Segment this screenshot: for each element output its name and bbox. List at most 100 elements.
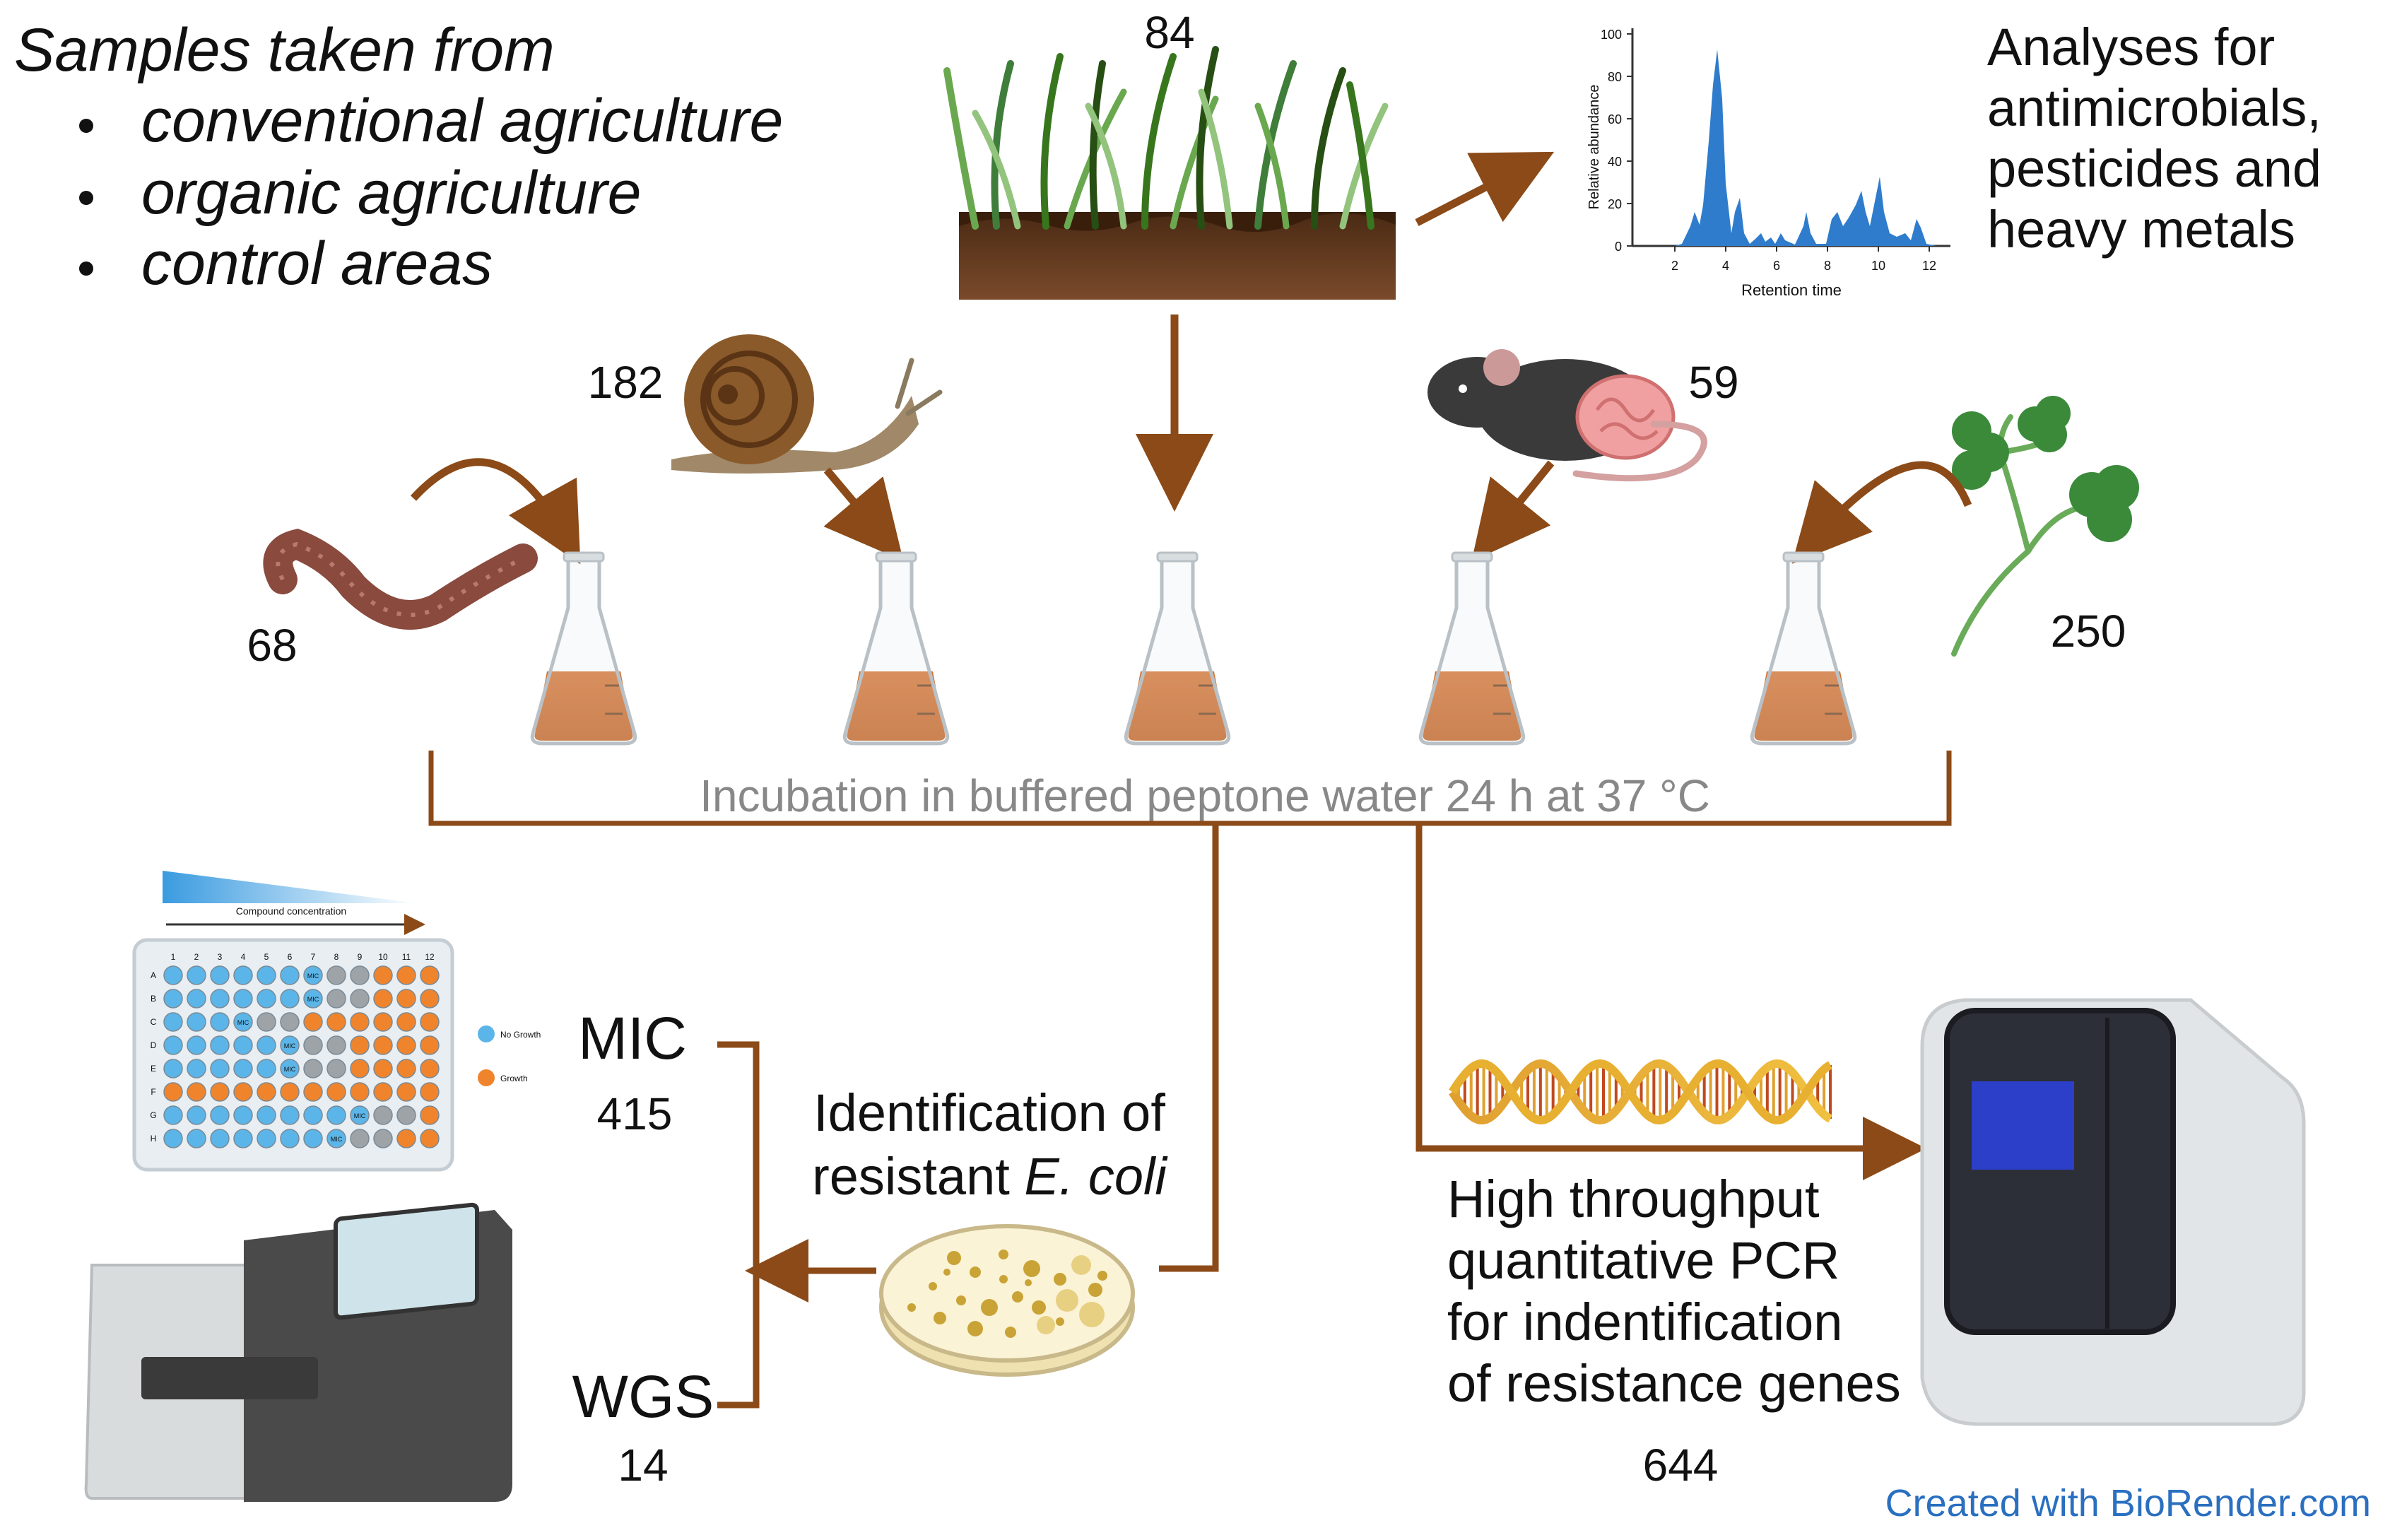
plate-well [187, 1082, 206, 1102]
chrom-y-tick-label: 0 [1615, 240, 1622, 254]
flask-lip [563, 551, 605, 563]
biorender-credit[interactable]: Created with BioRender.com [1885, 1482, 2371, 1524]
mic-marker: MIC [307, 972, 319, 980]
snail-tentacles [895, 358, 943, 416]
plate-well [326, 1035, 346, 1055]
flask [842, 551, 950, 746]
plate-well [210, 989, 230, 1009]
plate-column-label: 5 [264, 952, 269, 962]
arrow-clover-to-flask [1791, 461, 1972, 564]
legend-growth: Growth [500, 1074, 528, 1083]
plate-well [420, 1059, 440, 1078]
wgs-label: WGS [572, 1363, 714, 1430]
plate-well [187, 1059, 206, 1078]
mic-marker: MIC [237, 1019, 249, 1026]
plate-well [233, 1129, 253, 1148]
analyses-line-2: antimicrobials, [1987, 78, 2321, 137]
mic-marker: MIC [331, 1136, 343, 1143]
pcr-count: 644 [1643, 1440, 1719, 1491]
plate-well [233, 1012, 253, 1032]
mouse-intestine-coils [1595, 397, 1659, 440]
flask-lip [1782, 551, 1825, 563]
pcr-line-1: High throughput [1447, 1170, 1820, 1228]
mouse-intestine [1575, 374, 1676, 460]
plate-column-label: 12 [425, 952, 435, 962]
plate-row-label: H [151, 1134, 157, 1144]
plate-well [233, 1035, 253, 1055]
flask-broth [1754, 671, 1853, 741]
flask [1124, 551, 1231, 746]
analyses-line-4: heavy metals [1987, 200, 2295, 259]
plate-well [420, 1129, 440, 1148]
incubation-bracket-line [428, 751, 1952, 826]
plate-well [396, 1059, 416, 1078]
chrom-ylabel: Relative abundance [1587, 85, 1602, 210]
colony [970, 1266, 981, 1278]
incubation-text: Incubation in buffered peptone water 24 … [700, 770, 1710, 821]
plate-well [233, 1082, 253, 1102]
plate-well [303, 965, 323, 985]
plate-well [187, 965, 206, 985]
flask-lip [1451, 551, 1493, 563]
plate-well [187, 1129, 206, 1148]
colony [981, 1299, 998, 1316]
plate-well [233, 989, 253, 1009]
arrow-soil-to-analysis [1415, 151, 1555, 226]
plate-well [280, 1012, 300, 1032]
soil-count: 84 [1144, 7, 1194, 58]
plate-row-label: D [151, 1040, 157, 1050]
plate-column-label: 6 [288, 952, 293, 962]
colony [1079, 1302, 1105, 1327]
colony [947, 1251, 961, 1265]
plate-well [210, 965, 230, 985]
pcr-line-4: of resistance genes [1447, 1354, 1901, 1413]
clover-illustration: 250 [1791, 396, 2139, 657]
plate-well [373, 1059, 393, 1078]
arrow-mouse-to-flask [1471, 460, 1555, 562]
plate-column-label: 8 [334, 952, 339, 962]
plate-well [233, 1105, 253, 1125]
flask-lip [875, 551, 917, 563]
snail-illustration: 182 [588, 334, 943, 561]
flask-glass [1418, 556, 1526, 746]
bullet-1 [79, 119, 93, 133]
plate-well [420, 989, 440, 1009]
sample-source-3: control areas [141, 230, 493, 298]
plate-well [210, 1082, 230, 1102]
plate-column-label: 7 [311, 952, 316, 962]
snail-shell-whorl-2 [705, 366, 765, 425]
plate-well [163, 1105, 183, 1125]
colony [943, 1269, 950, 1276]
plate-well [233, 965, 253, 985]
petri-dish-illustration [879, 1224, 1135, 1377]
flask [530, 551, 637, 746]
plate-well [210, 1129, 230, 1148]
plate-well [350, 965, 370, 985]
branch-to-pcr [1415, 823, 1926, 1180]
identification-species: E. coli [1024, 1147, 1168, 1206]
chrom-x-tick-label: 4 [1722, 259, 1729, 273]
flask [1750, 551, 1857, 746]
plate-well [303, 1059, 323, 1078]
plate-well [257, 1059, 276, 1078]
plate-well [373, 989, 393, 1009]
qpcr-screen [1972, 1081, 2074, 1170]
plate-well [163, 1059, 183, 1078]
incubation-bracket: Incubation in buffered peptone water 24 … [428, 751, 1952, 826]
plate-row-label: C [151, 1017, 157, 1027]
flask-broth [1423, 671, 1521, 741]
mouse-illustration: 59 [1427, 349, 1739, 562]
plate-well [420, 1082, 440, 1102]
samples-header: Samples taken from [14, 16, 555, 84]
plate-well [187, 1035, 206, 1055]
legend-no-growth: No Growth [500, 1030, 541, 1040]
plate-well [233, 1059, 253, 1078]
flask-glass [1750, 556, 1857, 746]
identification-line-2: resistant E. coli [812, 1147, 1168, 1206]
analyses-line-1: Analyses for [1987, 18, 2275, 76]
plate-well [257, 1082, 276, 1102]
